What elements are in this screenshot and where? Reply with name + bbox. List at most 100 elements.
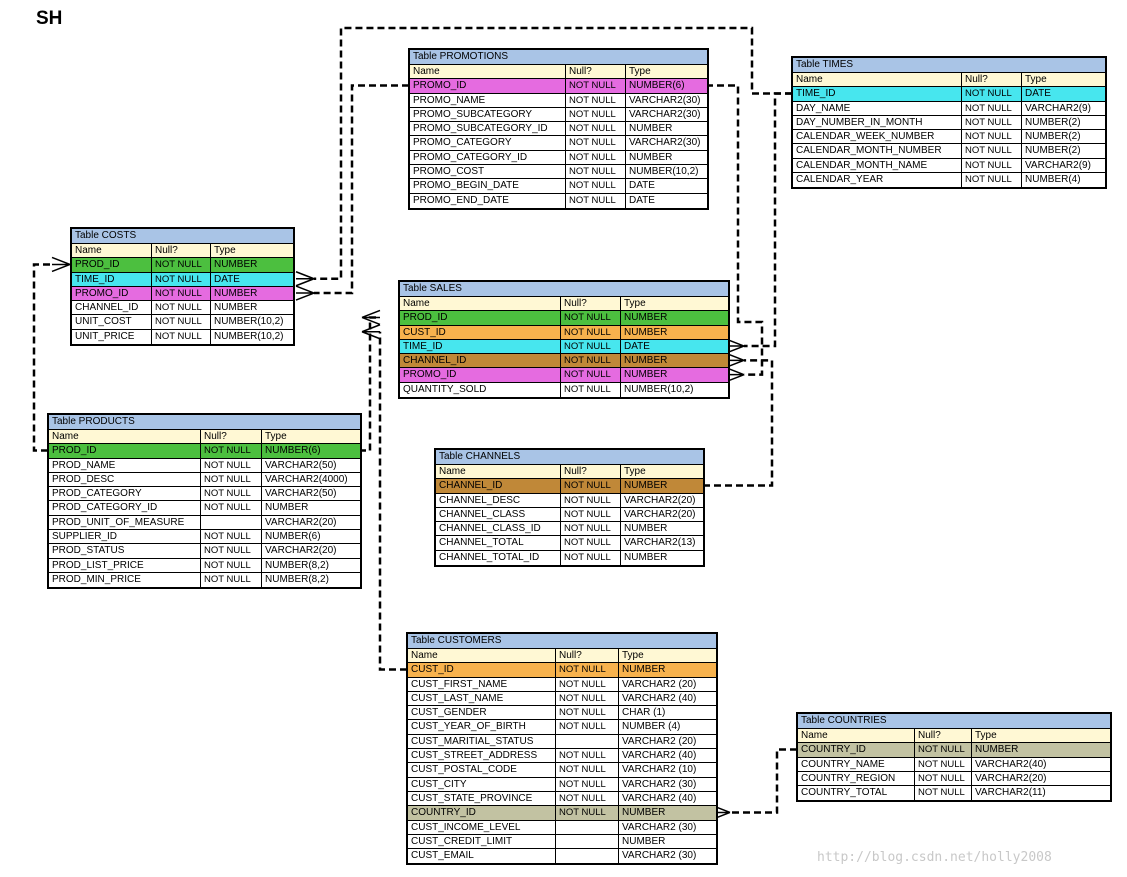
cell-null: NOT NULL — [555, 806, 618, 820]
header-name: Name — [413, 66, 440, 77]
cell-name: PROD_CATEGORY_ID — [52, 502, 158, 514]
cell-null: NOT NULL — [560, 479, 620, 493]
cell-null: NOT NULL — [560, 536, 620, 550]
cell-name: CUST_CITY — [411, 778, 467, 790]
cell-null: NOT NULL — [200, 558, 261, 572]
watermark: http://blog.csdn.net/holly2008 — [817, 850, 1052, 865]
cell-type: DATE — [1021, 87, 1105, 101]
crowfoot-icon — [51, 256, 71, 273]
cell-null: NOT NULL — [560, 522, 620, 536]
table-title: Table CHANNELS — [436, 450, 703, 465]
cell-type: CHAR (1) — [618, 706, 716, 720]
cell-type: NUMBER(2) — [1021, 144, 1105, 158]
cell-name: CHANNEL_CLASS — [439, 508, 526, 520]
header-null: Null? — [560, 465, 620, 479]
crowfoot-icon — [295, 271, 315, 287]
crowfoot-icon — [361, 324, 381, 340]
cell-type: NUMBER — [618, 806, 716, 820]
cell-type: VARCHAR2 (30) — [618, 820, 716, 834]
cell-null: NOT NULL — [560, 368, 620, 382]
fk-sales-channel-line — [703, 359, 774, 487]
cell-null: NOT NULL — [555, 706, 618, 720]
cell-name: CHANNEL_ID — [75, 302, 139, 314]
cell-null: NOT NULL — [555, 749, 618, 763]
cell-type: DATE — [210, 272, 293, 286]
cell-type: NUMBER — [620, 479, 703, 493]
cell-type: VARCHAR2(50) — [261, 458, 360, 472]
cell-type: VARCHAR2(30) — [625, 93, 707, 107]
cell-null — [200, 515, 261, 530]
cell-type: VARCHAR2(20) — [261, 544, 360, 558]
cell-name: CHANNEL_TOTAL_ID — [439, 551, 540, 563]
fk-costs-time-line — [314, 26, 792, 280]
cell-type: NUMBER (4) — [618, 720, 716, 734]
cell-name: CUST_CREDIT_LIMIT — [411, 835, 513, 847]
cell-type: NUMBER(2) — [1021, 115, 1105, 130]
cell-null: NOT NULL — [914, 743, 971, 757]
cell-type: NUMBER(10,2) — [210, 315, 293, 329]
cell-type: VARCHAR2(30) — [625, 136, 707, 150]
cell-type: VARCHAR2(50) — [261, 487, 360, 501]
header-type: Type — [625, 65, 707, 79]
cell-type: NUMBER — [620, 522, 703, 536]
cell-null: NOT NULL — [560, 311, 620, 325]
cell-type: NUMBER — [620, 550, 703, 566]
cell-name: PROMO_ID — [75, 287, 129, 299]
cell-type: VARCHAR2(20) — [971, 771, 1110, 786]
cell-type: NUMBER(10,2) — [210, 329, 293, 345]
cell-type: VARCHAR2(20) — [620, 507, 703, 522]
cell-null: NOT NULL — [961, 130, 1021, 144]
cell-null: NOT NULL — [560, 339, 620, 354]
cell-null: NOT NULL — [565, 165, 625, 179]
cell-name: CHANNEL_TOTAL — [439, 537, 524, 549]
cell-null: NOT NULL — [200, 572, 261, 588]
cell-type: VARCHAR2(11) — [971, 786, 1110, 801]
fk-customers-country-line — [730, 748, 797, 814]
cell-null — [555, 820, 618, 834]
cell-name: CALENDAR_YEAR — [796, 174, 884, 186]
cell-name: PROMO_CATEGORY_ID — [413, 151, 528, 163]
cell-name: DAY_NUMBER_IN_MONTH — [796, 116, 923, 128]
header-null: Null? — [560, 297, 620, 311]
cell-null: NOT NULL — [200, 501, 261, 515]
table-title: Table SALES — [400, 282, 728, 297]
cell-name: PROMO_CATEGORY — [413, 137, 512, 149]
cell-type: NUMBER — [625, 150, 707, 165]
cell-name: CUST_GENDER — [411, 707, 487, 719]
cell-name: QUANTITY_SOLD — [403, 383, 487, 395]
cell-null: NOT NULL — [151, 258, 210, 272]
cell-name: SUPPLIER_ID — [52, 531, 118, 543]
cell-type: VARCHAR2 (10) — [618, 763, 716, 777]
header-name: Name — [801, 730, 828, 741]
crowfoot-icon — [295, 285, 315, 301]
cell-type: NUMBER(4) — [1021, 173, 1105, 188]
header-null: Null? — [200, 430, 261, 444]
